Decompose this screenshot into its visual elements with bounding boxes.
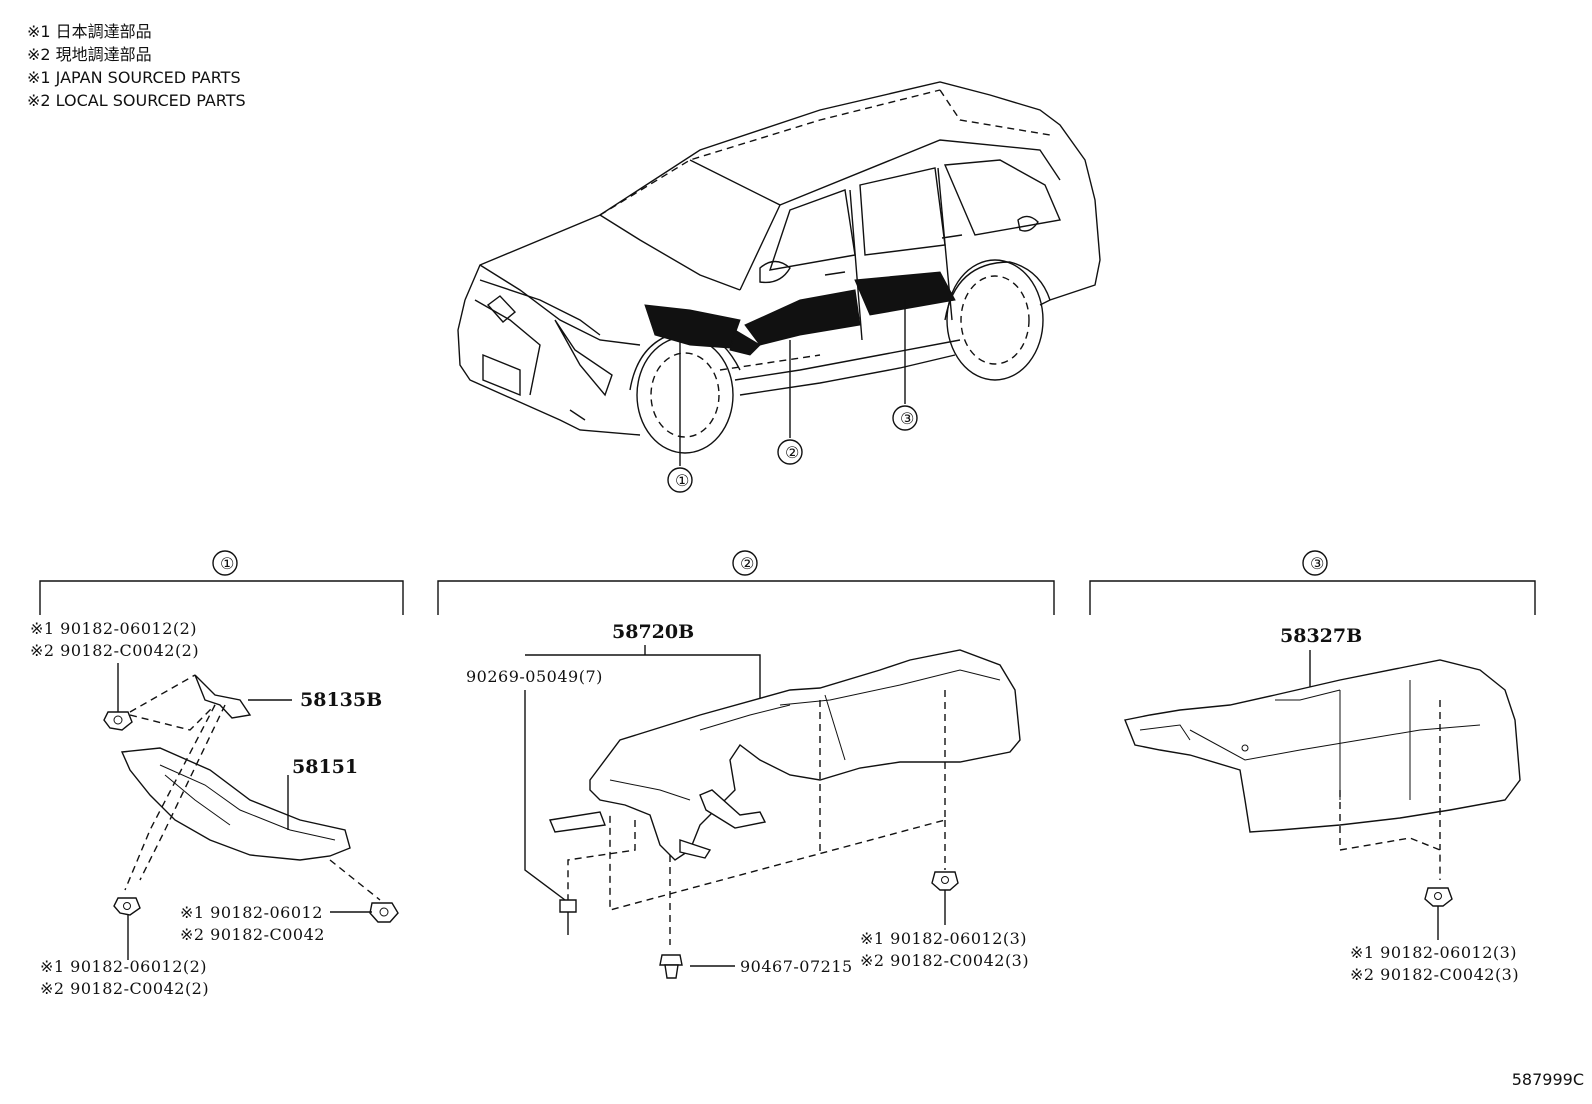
- bracket-58135B: [194, 674, 252, 719]
- group-2-marker: ②: [740, 554, 754, 573]
- clip-icon: [559, 899, 577, 935]
- group-1-right-label-2: ※2 90182-C0042: [180, 925, 325, 944]
- group-1: ① ※1 90182-06012(2) ※2 90182-C0042(2) 58…: [30, 550, 404, 998]
- nut-icon: [369, 902, 399, 923]
- group-1-marker: ①: [220, 554, 234, 573]
- legend-line-en-1: ※1 JAPAN SOURCED PARTS: [27, 68, 241, 87]
- group-1-part-a: 58135B: [300, 689, 382, 711]
- group-2-right-label-1: ※1 90182-06012(3): [860, 929, 1027, 948]
- vehicle-illustration: ① ② ③: [457, 81, 1101, 493]
- diagram-reference-code: 587999C: [1511, 1070, 1584, 1089]
- group-3-bottom-label-1: ※1 90182-06012(3): [1350, 943, 1517, 962]
- legend-line-jp-1: ※1 日本調達部品: [27, 22, 152, 41]
- insulator-58720B: [589, 649, 1021, 861]
- nut-icon: [113, 897, 141, 916]
- bolt-icon: [659, 954, 683, 979]
- insulator-58151: [120, 747, 351, 861]
- sourcing-legend: ※1 日本調達部品 ※2 現地調達部品 ※1 JAPAN SOURCED PAR…: [27, 20, 246, 112]
- group-1-right-label-1: ※1 90182-06012: [180, 903, 323, 922]
- group-1-top-label-2: ※2 90182-C0042(2): [30, 641, 199, 660]
- group-1-bottom-label-2: ※2 90182-C0042(2): [40, 979, 209, 998]
- group-1-top-label-1: ※1 90182-06012(2): [30, 619, 197, 638]
- nut-icon: [931, 871, 959, 891]
- callout-3: ③: [900, 409, 914, 428]
- legend-line-en-2: ※2 LOCAL SOURCED PARTS: [27, 91, 246, 110]
- group-3-bottom-label-2: ※2 90182-C0042(3): [1350, 965, 1519, 984]
- group-1-bracket: [39, 580, 404, 615]
- group-3-part-main: 58327B: [1280, 625, 1362, 647]
- callout-2: ②: [785, 443, 799, 462]
- group-1-bottom-label-1: ※1 90182-06012(2): [40, 957, 207, 976]
- group-2-right-label-2: ※2 90182-C0042(3): [860, 951, 1029, 970]
- nut-icon: [1424, 887, 1453, 907]
- group-2-clip-label: 90269-05049(7): [466, 667, 603, 686]
- group-3-bracket: [1089, 580, 1536, 615]
- legend-line-jp-2: ※2 現地調達部品: [27, 45, 152, 64]
- group-3-marker: ③: [1310, 554, 1324, 573]
- nut-icon: [103, 711, 133, 731]
- callout-1: ①: [675, 471, 689, 490]
- group-2-bolt-label: 90467-07215: [740, 957, 853, 976]
- group-3: ③ 58327B ※1 90182-06012(3) ※2 90182-C004…: [1089, 550, 1536, 984]
- group-2-bracket: [437, 580, 1055, 615]
- group-2-part-main: 58720B: [612, 621, 694, 643]
- group-2: ② 58720B 90269-05049(7): [437, 550, 1055, 979]
- group-1-part-b: 58151: [292, 756, 358, 778]
